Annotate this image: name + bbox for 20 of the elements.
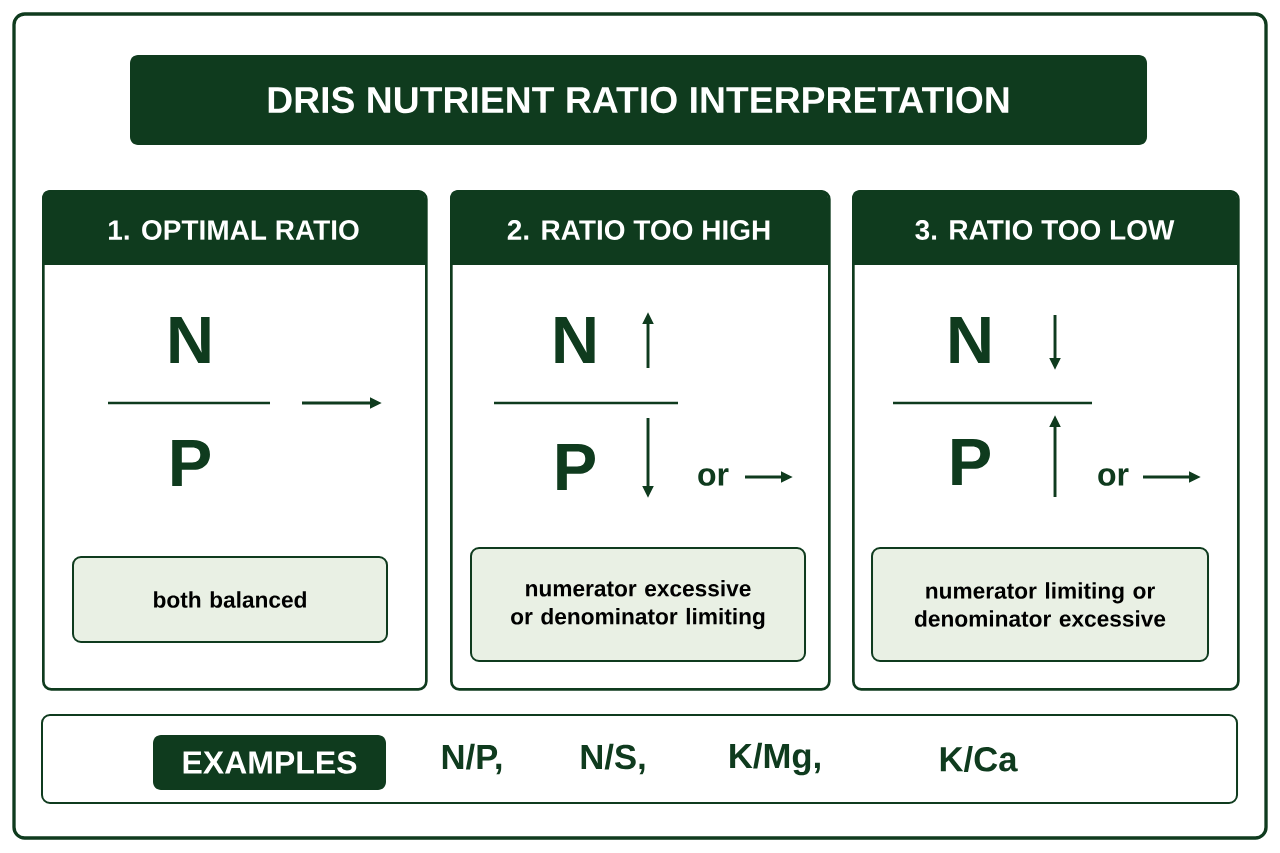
note-box: numerator limiting or denominator excessive — [871, 547, 1209, 662]
panel-header: 3. RATIO TOO LOW — [852, 190, 1237, 265]
example-ratio: N/P, — [442, 743, 502, 775]
fraction-letter: P — [952, 439, 990, 485]
note-box: numerator excessive or denominator limiting — [470, 547, 806, 662]
fraction-letter: N — [555, 317, 595, 363]
fraction-letter: P — [172, 440, 210, 486]
or-word: or — [1098, 468, 1129, 486]
example-ratio: N/S, — [581, 743, 645, 775]
fraction-letter: N — [170, 317, 210, 363]
panel-header: 1. OPTIMAL RATIO — [42, 190, 425, 265]
title-banner: DRIS NUTRIENT RATIO INTERPRETATION — [130, 55, 1147, 145]
fraction-letter: P — [557, 444, 595, 490]
example-ratio: K/Ca — [940, 746, 1018, 772]
fraction-letter: N — [950, 317, 990, 363]
examples-badge: EXAMPLES — [153, 735, 386, 790]
panel-header: 2. RATIO TOO HIGH — [450, 190, 828, 265]
or-word: or — [698, 468, 729, 486]
note-box: both balanced — [72, 556, 388, 643]
example-ratio: K/Mg, — [730, 742, 820, 776]
